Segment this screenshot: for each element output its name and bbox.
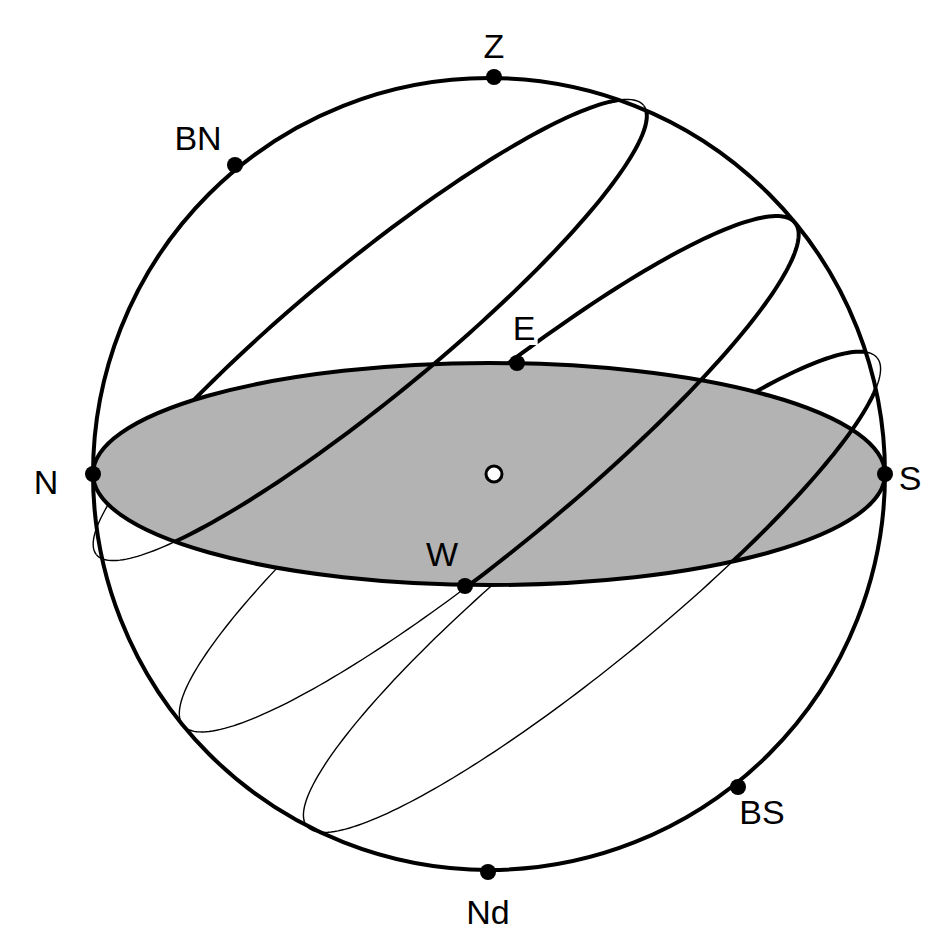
- point-label: N: [32, 465, 61, 499]
- diurnal-circles-visible-front: [96, 105, 880, 832]
- point-label: W: [424, 537, 460, 571]
- point-label: S: [897, 461, 924, 495]
- diurnal-arc: [96, 105, 646, 560]
- west-dot: [457, 578, 473, 594]
- diurnal-arc: [183, 223, 799, 732]
- point-label: BS: [737, 795, 786, 829]
- observer-point: [486, 466, 502, 482]
- sphere-outline: [93, 78, 885, 870]
- nadir-dot: [480, 864, 496, 880]
- north-pole-dot: [227, 157, 243, 173]
- diurnal-arc: [179, 216, 795, 725]
- south-dot: [877, 466, 893, 482]
- point-label: Z: [482, 29, 507, 63]
- diurnal-arc: [307, 358, 881, 833]
- zenith-dot: [486, 69, 502, 85]
- horizon-plane: [93, 363, 885, 585]
- diurnal-circles-visible-back: [93, 99, 877, 826]
- north-dot: [85, 466, 101, 482]
- point-label: Nd: [464, 895, 511, 929]
- point-label: E: [511, 311, 538, 345]
- sphere-points: [85, 69, 893, 880]
- east-dot: [509, 355, 525, 371]
- south-pole-dot: [730, 779, 746, 795]
- point-label: BN: [172, 121, 223, 155]
- diurnal-arc: [303, 352, 877, 827]
